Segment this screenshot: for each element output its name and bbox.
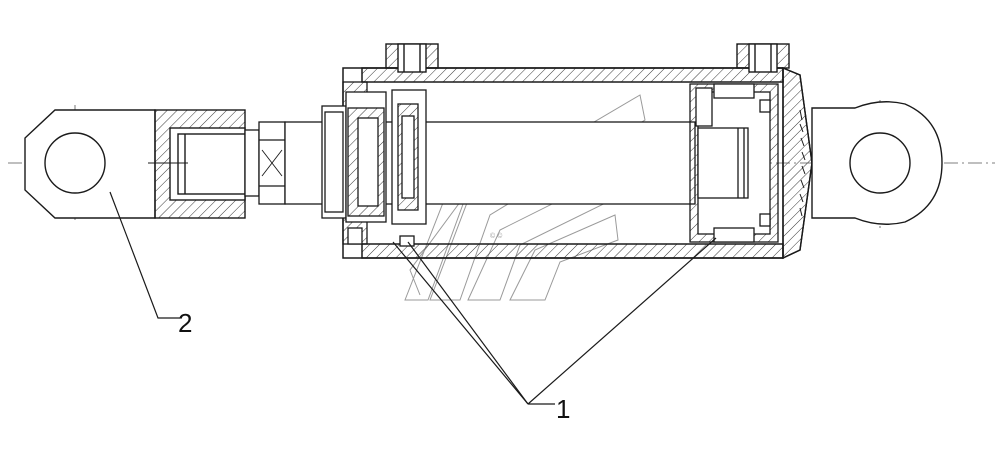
left-rod-eye xyxy=(24,109,156,219)
rod-coupler xyxy=(148,109,246,219)
callout-label-1: 1 xyxy=(556,394,570,424)
right-rod-eye xyxy=(811,101,943,225)
leader-1-b xyxy=(407,241,529,405)
piston-rod-end xyxy=(244,121,286,205)
svg-text:© ©: © © xyxy=(490,232,503,240)
piston xyxy=(689,83,779,243)
port-left xyxy=(385,43,439,73)
port-right xyxy=(736,43,790,73)
right-eye-bore xyxy=(849,132,911,194)
callout-label-2: 2 xyxy=(178,308,192,338)
leader-1-a xyxy=(392,241,529,405)
left-eye-bore xyxy=(44,132,106,194)
leader-1-c xyxy=(527,237,717,405)
leader-lines xyxy=(109,191,717,405)
leader-2 xyxy=(109,191,180,319)
cap-end xyxy=(782,66,813,260)
gland-head xyxy=(321,81,427,247)
